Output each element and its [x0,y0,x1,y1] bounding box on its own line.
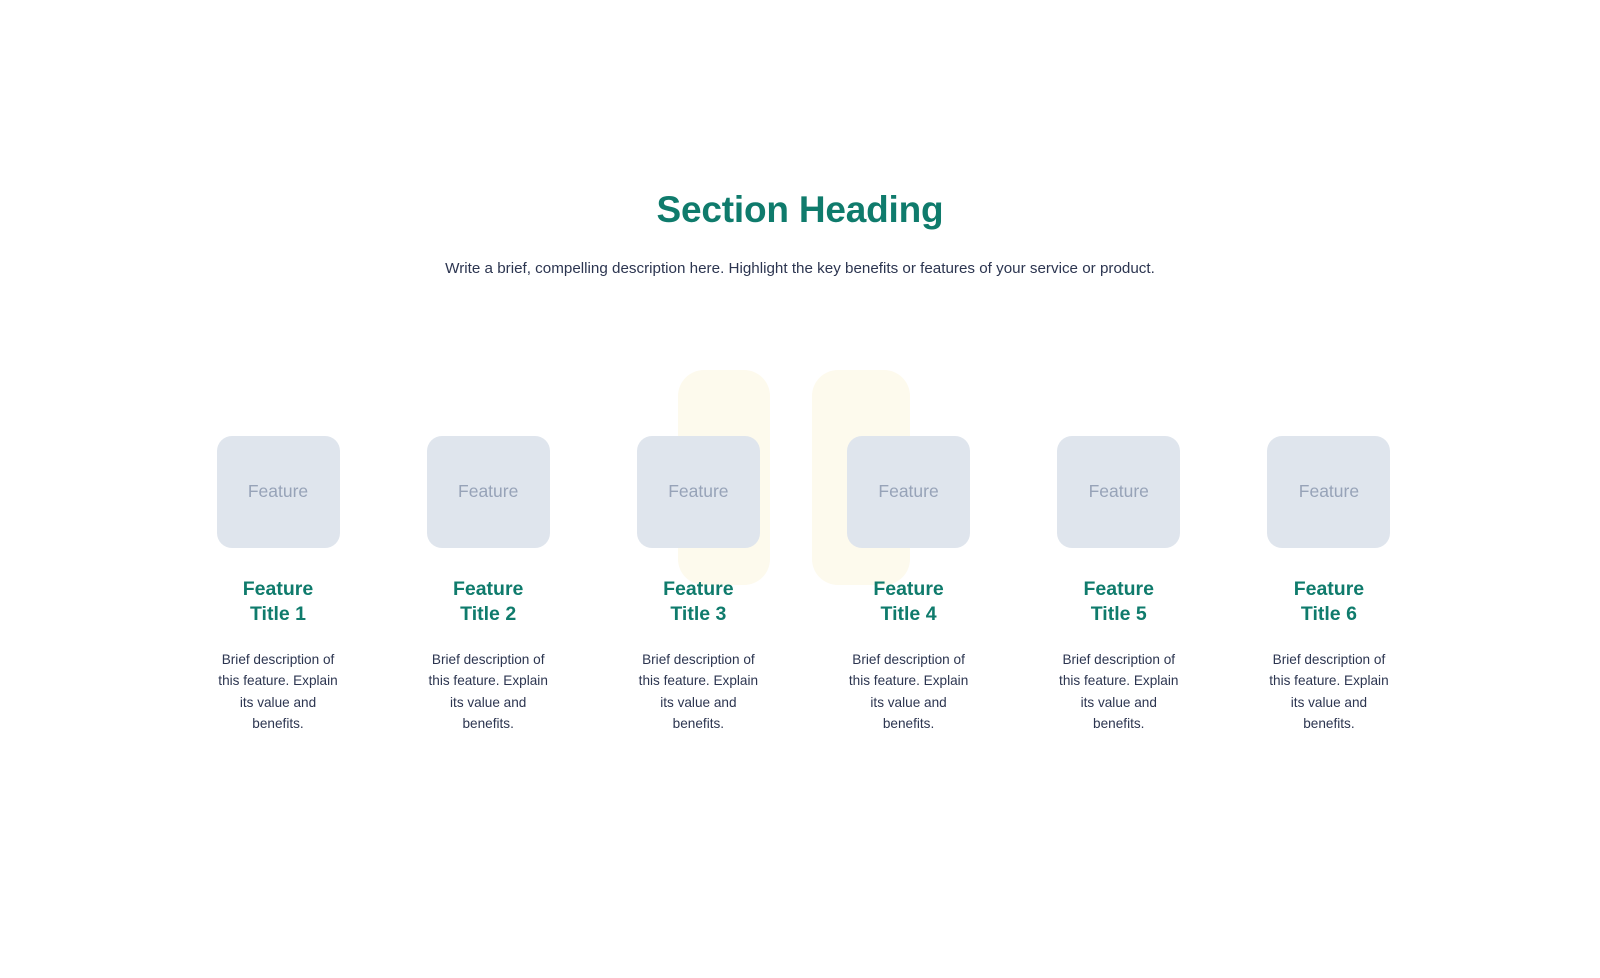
page-title: Section Heading [656,189,944,230]
feature-title-2: Feature Title 2 [452,578,524,625]
feature-description-3: Brief description of this feature. Expla… [638,651,759,732]
feature-grid: Feature Feature Title 1 Brief descriptio… [177,436,1430,735]
feature-image-label: Feature [668,481,729,502]
feature-image-label: Feature [1088,481,1149,502]
feature-image-label: Feature [878,481,939,502]
feature-card-4[interactable]: Feature Feature Title 4 Brief descriptio… [808,436,1010,735]
feature-image-placeholder-5: Feature [1057,436,1181,548]
feature-title-1: Feature Title 1 [242,578,314,625]
feature-image-label: Feature [247,481,309,502]
feature-title-4: Feature Title 4 [873,578,944,625]
feature-image-label: Feature [458,481,519,502]
feature-description-5: Brief description of this feature. Expla… [1059,651,1179,732]
feature-title-5: Feature Title 5 [1083,578,1154,625]
feature-image-placeholder-2: Feature [426,436,550,548]
feature-image-placeholder-6: Feature [1267,436,1391,548]
section-subtitle: Write a brief, compelling description he… [445,259,1155,277]
feature-image-placeholder-3: Feature [636,436,760,548]
feature-description-1: Brief description of this feature. Expla… [218,651,338,732]
feature-card-6[interactable]: Feature Feature Title 6 Brief descriptio… [1228,436,1430,735]
feature-card-3[interactable]: Feature Feature Title 3 Brief descriptio… [597,436,799,735]
feature-image-placeholder-1: Feature [216,436,340,548]
feature-description-4: Brief description of this feature. Expla… [848,651,969,732]
feature-description-2: Brief description of this feature. Expla… [428,651,548,732]
feature-title-3: Feature Title 3 [663,578,734,625]
feature-card-2[interactable]: Feature Feature Title 2 Brief descriptio… [387,436,589,735]
feature-image-label: Feature [1298,481,1360,502]
section-header: Section Heading Write a brief, compellin… [0,188,1600,280]
feature-description-6: Brief description of this feature. Expla… [1269,651,1389,732]
feature-image-placeholder-4: Feature [847,436,971,548]
feature-card-5[interactable]: Feature Feature Title 5 Brief descriptio… [1018,436,1220,735]
feature-title-6: Feature Title 6 [1293,578,1365,625]
feature-card-1[interactable]: Feature Feature Title 1 Brief descriptio… [177,436,379,735]
